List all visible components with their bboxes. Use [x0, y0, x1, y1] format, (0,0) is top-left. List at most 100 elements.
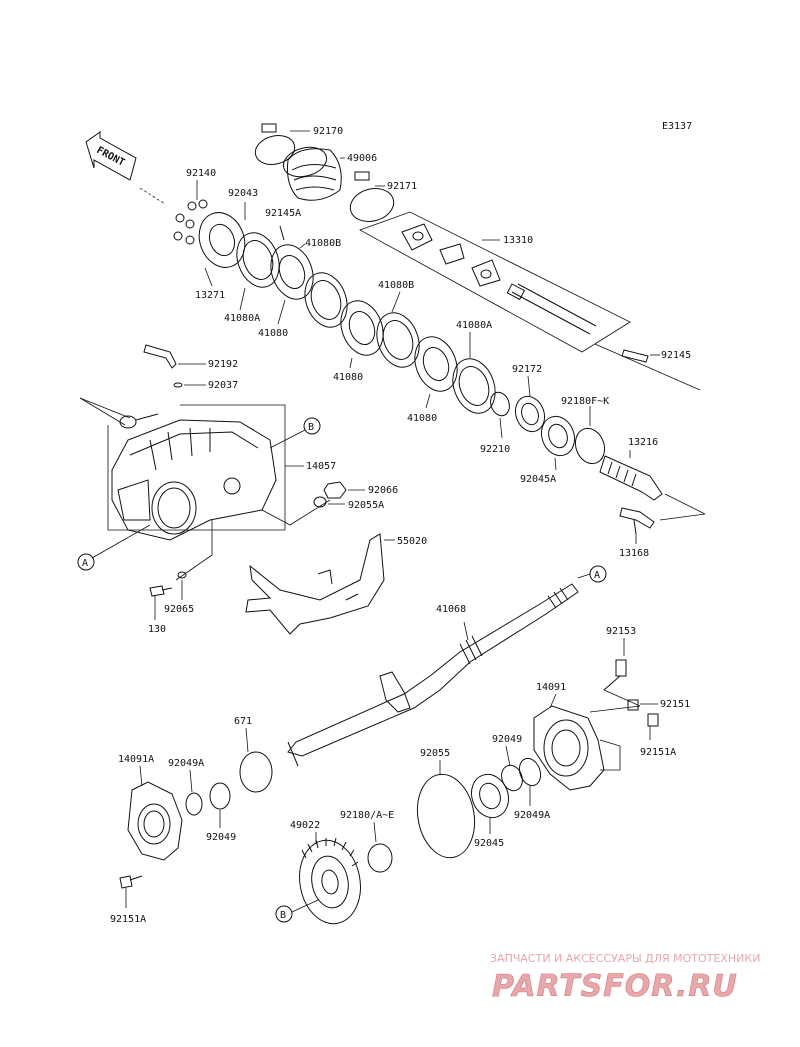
clutch-plate-41080B-1: [304, 272, 348, 328]
seal-92210: [490, 391, 510, 417]
label-92153: 92153: [606, 626, 636, 637]
label-92049A-right: 92049A: [514, 810, 550, 821]
label-92145: 92145: [661, 350, 691, 361]
label-92055A: 92055A: [348, 500, 384, 511]
o-ring-671: [239, 751, 273, 793]
balls-92140: [173, 199, 208, 245]
friction-disc-41080-3: [414, 336, 458, 392]
joint-yoke-13310: [401, 223, 597, 335]
callout-B-1: B: [308, 422, 314, 433]
vent-fitting: [119, 413, 159, 429]
diagram-code: E3137: [662, 121, 692, 132]
callout-B-2: B: [280, 910, 286, 921]
label-14057: 14057: [306, 461, 336, 472]
cam-plate-13271: [198, 212, 246, 268]
label-92180FK: 92180F~K: [561, 396, 609, 407]
label-41080B-1: 41080B: [305, 238, 341, 249]
label-55020: 55020: [397, 536, 427, 547]
label-92065: 92065: [164, 604, 194, 615]
label-92151A-right: 92151A: [640, 747, 676, 758]
label-41080-1: 41080: [258, 328, 288, 339]
clamp-92170: [254, 123, 296, 165]
label-92151A-left: 92151A: [110, 914, 146, 925]
pinion-13216: [599, 455, 663, 501]
clutch-plate-41080B-2: [376, 312, 420, 368]
callout-A-1: A: [82, 558, 88, 569]
seal-92049A-left: [185, 792, 203, 816]
friction-disc-41080-2: [340, 300, 384, 356]
pin-13168: [619, 507, 655, 535]
washer-92065: [177, 571, 187, 579]
front-arrow-icon: FRONT: [85, 131, 137, 181]
front-label: FRONT: [95, 145, 127, 169]
shim-92180AE: [367, 843, 393, 873]
bracket-55020: [245, 533, 385, 635]
clutch-plate-41080A-2: [452, 358, 496, 414]
label-92037: 92037: [208, 380, 238, 391]
watermark-logo: PARTSFOR.RU: [492, 969, 738, 1004]
label-41080-3: 41080: [407, 413, 437, 424]
label-92140: 92140: [186, 168, 216, 179]
label-92210: 92210: [480, 444, 510, 455]
label-92170: 92170: [313, 126, 343, 137]
label-14091A: 14091A: [118, 754, 154, 765]
label-92172: 92172: [512, 364, 542, 375]
bolt-92151A-left: [119, 875, 143, 889]
case-14091: [533, 705, 605, 791]
bolt-130: [149, 585, 173, 597]
label-92045: 92045: [474, 838, 504, 849]
shaft-41068: [287, 583, 579, 767]
label-92171: 92171: [387, 181, 417, 192]
seal-92049-left: [209, 782, 231, 810]
label-41080-2: 41080: [333, 372, 363, 383]
seal-92172: [514, 395, 546, 433]
housing-14057: [111, 419, 277, 541]
label-41080B-2: 41080B: [378, 280, 414, 291]
friction-disc-41080-1: [270, 244, 314, 300]
bearing-92045: [470, 773, 510, 819]
label-92066: 92066: [368, 485, 398, 496]
bolt-92153: [603, 659, 627, 691]
label-130: 130: [148, 624, 166, 635]
label-92180AE: 92180/A~E: [340, 810, 394, 821]
label-13310: 13310: [503, 235, 533, 246]
label-41068: 41068: [436, 604, 466, 615]
ring-gear-49022: [299, 837, 361, 925]
bolt-92151: [627, 699, 639, 711]
label-92145A: 92145A: [265, 208, 301, 219]
o-ring-92055: [416, 773, 476, 859]
breather-92192: [143, 344, 177, 369]
watermark-tagline: ЗАПЧАСТИ И АКСЕССУАРЫ ДЛЯ МОТОТЕХНИКИ: [490, 952, 760, 965]
label-49006: 49006: [347, 153, 377, 164]
bolt-92151A-right: [647, 713, 659, 727]
label-13216: 13216: [628, 437, 658, 448]
label-41080A-1: 41080A: [224, 313, 260, 324]
callout-A-2: A: [594, 570, 600, 581]
shim-92180FK: [574, 427, 606, 465]
label-671: 671: [234, 716, 252, 727]
label-92049-right: 92049: [492, 734, 522, 745]
label-92049-left: 92049: [206, 832, 236, 843]
label-41080A-2: 41080A: [456, 320, 492, 331]
label-13271: 13271: [195, 290, 225, 301]
gasket-92055A: [313, 496, 327, 508]
label-92151: 92151: [660, 699, 690, 710]
label-49022: 49022: [290, 820, 320, 831]
label-92043: 92043: [228, 188, 258, 199]
label-92045A: 92045A: [520, 474, 556, 485]
label-14091: 14091: [536, 682, 566, 693]
seal-92049A-right: [518, 757, 542, 787]
label-13168: 13168: [619, 548, 649, 559]
clutch-plate-41080A-1: [236, 232, 280, 288]
bearing-92045A: [540, 415, 576, 457]
plug-92066: [323, 481, 347, 499]
boot-49006: [282, 146, 342, 201]
label-92192: 92192: [208, 359, 238, 370]
label-92049A-left: 92049A: [168, 758, 204, 769]
clamp-92171: [349, 171, 395, 222]
label-92055: 92055: [420, 748, 450, 759]
case-14091A: [127, 781, 183, 861]
seal-92049-right: [501, 764, 523, 792]
